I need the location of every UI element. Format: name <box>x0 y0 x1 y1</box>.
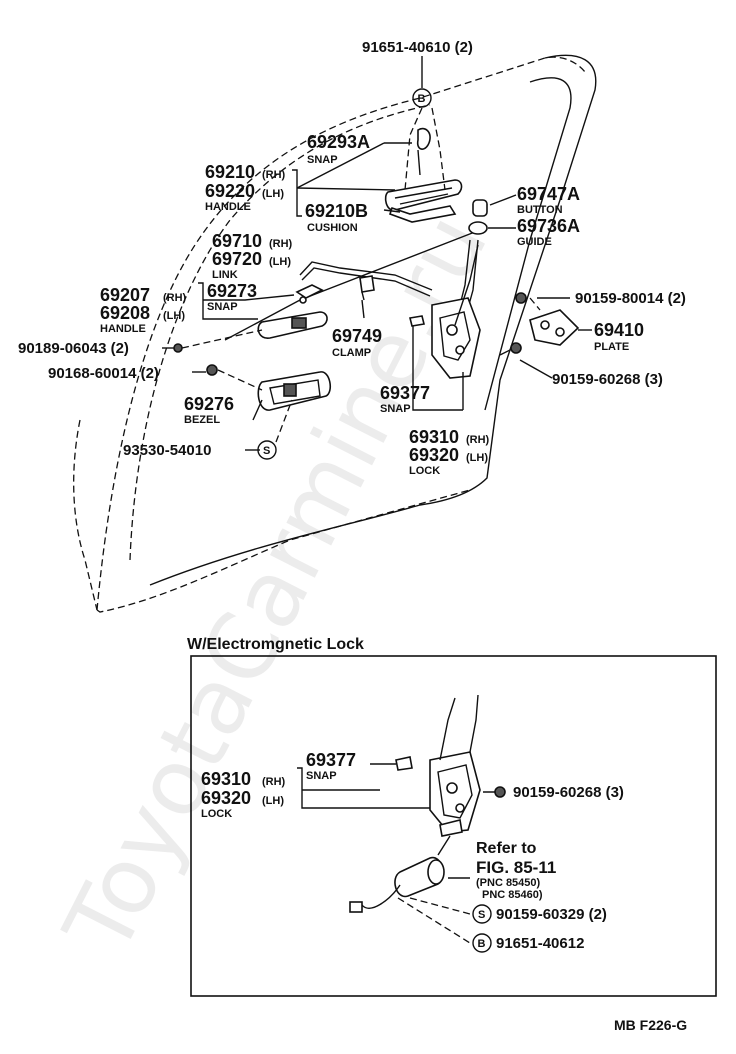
part-number-69720: 69720 <box>212 249 262 269</box>
screw-s-symbol-top <box>257 440 277 460</box>
part-number-90159-60268-top: 90159-60268 (3) <box>552 371 663 388</box>
tag-lh-69208: (LH) <box>163 310 185 322</box>
part-name-snap-69377-top: SNAP <box>380 403 411 415</box>
inset-part-number-91651-40612: 91651-40612 <box>496 935 584 952</box>
inset-part-number-69377: 69377 <box>306 750 356 770</box>
part-number-69736a: 69736A <box>517 216 580 236</box>
inset-title: W/Electromgnetic Lock <box>187 636 364 653</box>
bolt-b-letter-inset: B <box>478 938 486 950</box>
bolt-b-letter-top: B <box>418 93 426 105</box>
bolt-b-symbol-top <box>412 88 432 108</box>
screws-top <box>173 292 527 376</box>
leader-lines-top <box>162 56 592 451</box>
inset-leader-lines <box>297 763 506 944</box>
inset-tag-lh: (LH) <box>262 795 284 807</box>
part-number-90159-80014: 90159-80014 (2) <box>575 290 686 307</box>
inset-lock-illustration <box>395 694 481 856</box>
tag-rh-69207: (RH) <box>163 292 187 304</box>
tag-rh-69210: (RH) <box>262 169 286 181</box>
part-number-69210: 69210 <box>205 162 255 182</box>
part-number-69208: 69208 <box>100 303 150 323</box>
outside-handle-illustration <box>384 127 463 223</box>
door-outline <box>73 54 597 613</box>
part-number-69207: 69207 <box>100 285 150 305</box>
part-number-69410: 69410 <box>594 320 644 340</box>
bezel-illustration <box>257 371 332 411</box>
part-name-bezel: BEZEL <box>184 414 220 426</box>
figure-code: MB F226-G <box>614 1017 687 1033</box>
bolt-b-symbol-inset <box>472 933 492 953</box>
part-number-69310-top: 69310 <box>409 427 459 447</box>
clamp-illustration <box>359 275 375 301</box>
part-number-69377-top: 69377 <box>380 383 430 403</box>
part-number-90168-60014: 90168-60014 (2) <box>48 365 159 382</box>
part-name-snap-69293a: SNAP <box>307 154 338 166</box>
part-name-clamp: CLAMP <box>332 347 371 359</box>
tag-lh-69320-top: (LH) <box>466 452 488 464</box>
part-number-69710: 69710 <box>212 231 262 251</box>
inset-frame <box>190 655 717 997</box>
part-name-handle-outer: HANDLE <box>205 201 251 213</box>
inset-actuator-illustration <box>349 856 445 913</box>
part-number-69747a: 69747A <box>517 184 580 204</box>
part-name-link: LINK <box>212 269 238 281</box>
part-name-lock-top: LOCK <box>409 465 440 477</box>
door-lock-illustration <box>409 244 481 411</box>
part-number-69210b: 69210B <box>305 201 368 221</box>
screw-s-letter-top: S <box>263 445 270 457</box>
part-number-93530-54010: 93530-54010 <box>123 442 211 459</box>
snap-69273-illustration <box>295 284 324 304</box>
refer-fig-text: FIG. 85-11 <box>476 858 556 877</box>
screw-s-symbol-inset <box>472 904 492 924</box>
part-number-69749: 69749 <box>332 326 382 346</box>
screw-s-letter-inset: S <box>478 909 485 921</box>
refer-to-text: Refer to <box>476 840 537 857</box>
link-rod-illustration <box>299 261 433 297</box>
part-name-guide: GUIDE <box>517 236 552 248</box>
inset-part-name-snap: SNAP <box>306 770 337 782</box>
inset-part-number-69320: 69320 <box>201 788 251 808</box>
part-name-plate: PLATE <box>594 341 629 353</box>
part-name-button: BUTTON <box>517 204 563 216</box>
tag-rh-69710: (RH) <box>269 238 293 250</box>
part-number-69273: 69273 <box>207 281 257 301</box>
tag-lh-69720: (LH) <box>269 256 291 268</box>
part-number-69320-top: 69320 <box>409 445 459 465</box>
refer-pnc-1: (PNC 85450) <box>476 877 541 889</box>
part-number-69293a: 69293A <box>307 132 370 152</box>
part-name-snap-69273: SNAP <box>207 301 238 313</box>
inset-part-number-90159-60329: 90159-60329 (2) <box>496 906 607 923</box>
refer-pnc-2: PNC 85460) <box>482 889 543 901</box>
tag-lh-69220: (LH) <box>262 188 284 200</box>
tag-rh-69310-top: (RH) <box>466 434 490 446</box>
inset-tag-rh: (RH) <box>262 776 286 788</box>
inner-handle-illustration <box>257 311 328 339</box>
part-number-90189-06043: 90189-06043 (2) <box>18 340 129 357</box>
inset-part-number-69310: 69310 <box>201 769 251 789</box>
part-name-handle-inner: HANDLE <box>100 323 146 335</box>
inset-part-name-lock: LOCK <box>201 808 232 820</box>
inset-part-number-90159-60268: 90159-60268 (3) <box>513 784 624 801</box>
striker-plate-illustration <box>529 309 580 346</box>
part-name-cushion: CUSHION <box>307 222 358 234</box>
part-number-69276: 69276 <box>184 394 234 414</box>
part-number-69220: 69220 <box>205 181 255 201</box>
part-number-91651-40610: 91651-40610 (2) <box>362 39 473 56</box>
